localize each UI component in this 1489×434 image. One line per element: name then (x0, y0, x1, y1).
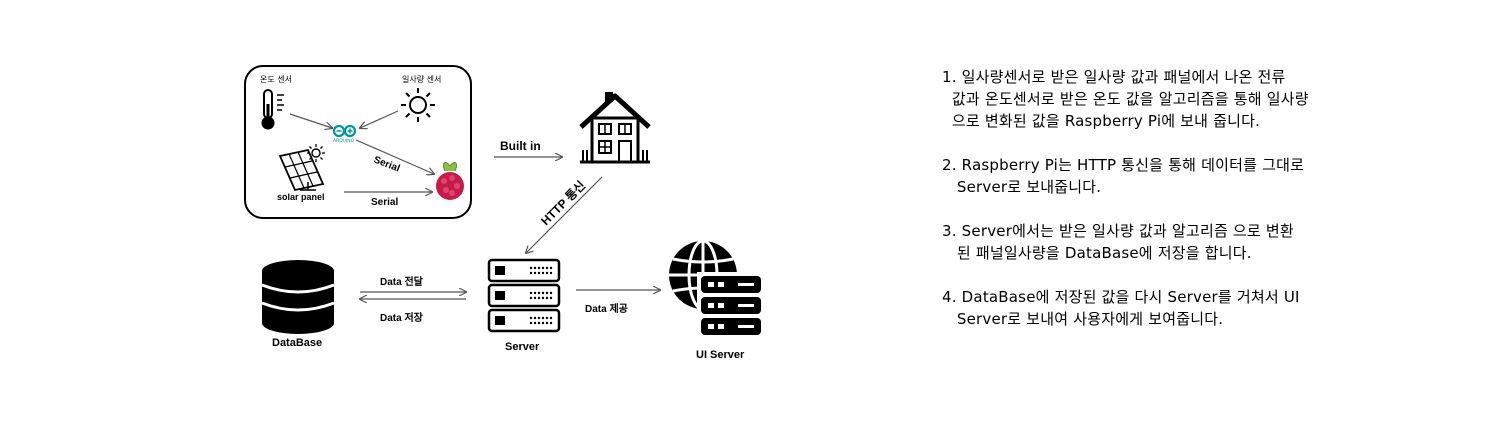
step-1: 1. 일사량센서로 받은 일사량 값과 패널에서 나온 전류 값과 온도센서로 … (942, 66, 1462, 132)
data-provide-label: Data 제공 (585, 302, 628, 315)
solar-panel-icon (278, 148, 325, 192)
http-label: HTTP 통신 (538, 178, 589, 229)
step-line: Server로 보내줍니다. (942, 178, 1102, 196)
step-3: 3. Server에서는 받은 일사량 값과 알고리즘 으로 변환 된 패널일사… (942, 220, 1462, 264)
built-in-label: Built in (500, 139, 541, 153)
sun-sensor-label: 일사량 센서 (402, 74, 441, 84)
server-icon (487, 258, 561, 333)
sun-to-arduino-arrow (360, 110, 399, 128)
http-arrow (526, 176, 603, 253)
raspberry-pi-icon (436, 162, 464, 200)
arduino-to-pi-arrow (355, 139, 434, 174)
temp-sensor-label: 온도 센서 (260, 74, 292, 84)
step-2: 2. Raspberry Pi는 HTTP 통신을 통해 데이터를 그대로 Se… (942, 154, 1462, 198)
sun-icon (401, 88, 435, 122)
house-icon (579, 92, 651, 164)
ui-server-label: UI Server (696, 349, 745, 361)
arduino-icon (332, 124, 357, 138)
step-line: 2. Raspberry Pi는 HTTP 통신을 통해 데이터를 그대로 (942, 156, 1305, 174)
serial-label-lower: Serial (371, 197, 398, 208)
step-line: Server로 보내여 사용자에게 보여줍니다. (942, 310, 1224, 328)
thermometer-icon (261, 89, 284, 130)
temp-to-arduino-arrow (289, 113, 332, 128)
arduino-label: ARDUINO (333, 138, 355, 144)
step-line: 1. 일사량센서로 받은 일사량 값과 패널에서 나온 전류 (942, 68, 1286, 86)
step-4: 4. DataBase에 저장된 값을 다시 Server를 거쳐서 UI Se… (942, 286, 1462, 330)
architecture-diagram: 온도 센서 일사량 센서 ARDUINO (244, 65, 763, 361)
small-sun-icon (307, 144, 325, 162)
database-label: DataBase (272, 337, 322, 349)
database-icon (261, 260, 335, 334)
server-label: Server (505, 341, 540, 353)
data-transfer-label: Data 전달 (380, 275, 424, 288)
step-line: 된 패널일사량을 DataBase에 저장을 합니다. (942, 244, 1252, 262)
step-line: 3. Server에서는 받은 일사량 값과 알고리즘 으로 변환 (942, 222, 1294, 240)
step-line: 으로 변화된 값을 Raspberry Pi에 보내 줍니다. (942, 112, 1261, 130)
step-line: 4. DataBase에 저장된 값을 다시 Server를 거쳐서 UI (942, 288, 1300, 306)
solar-panel-label: solar panel (277, 192, 325, 202)
data-store-label: Data 저장 (380, 311, 424, 324)
ui-server-rack-icon (697, 272, 763, 338)
step-line: 값과 온도센서로 받은 온도 값을 알고리즘을 통해 일사량 (942, 90, 1309, 108)
step-list: 1. 일사량센서로 받은 일사량 값과 패널에서 나온 전류 값과 온도센서로 … (942, 66, 1462, 352)
